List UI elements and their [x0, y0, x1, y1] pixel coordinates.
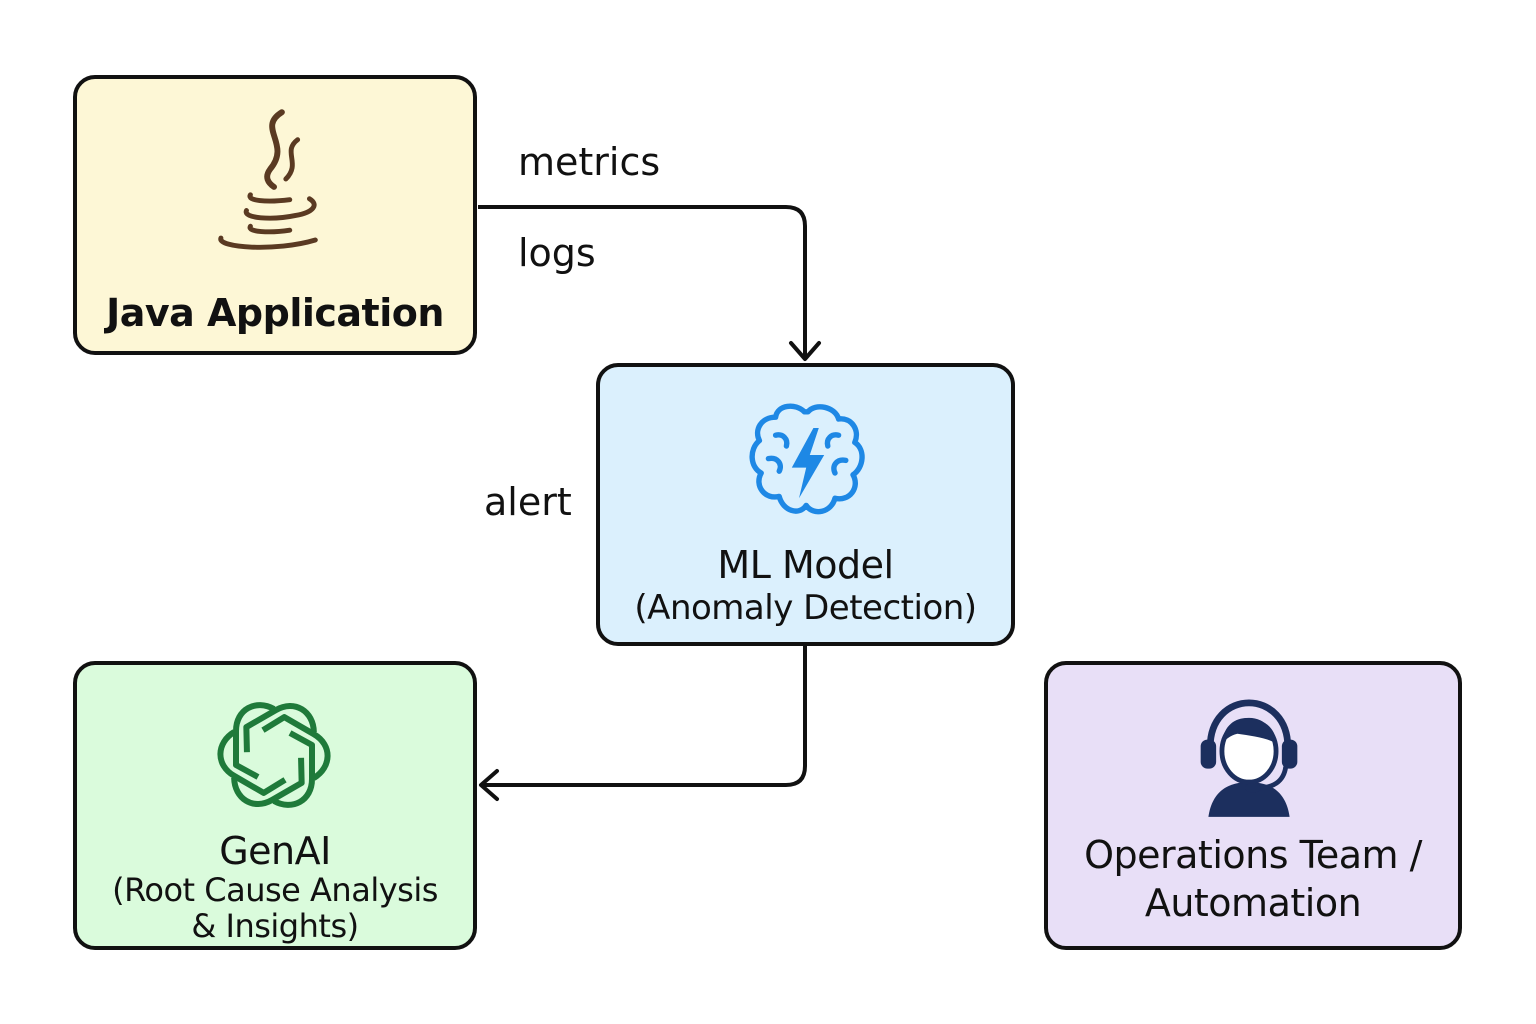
edge-ml-to-genai: [484, 646, 807, 787]
genai-subtitle-line2: & Insights): [191, 907, 359, 945]
edge-label-alert: alert: [484, 480, 572, 524]
genai-title: GenAI: [219, 829, 331, 873]
openai-knot-icon: [217, 702, 331, 808]
operations-team-title-line1: Operations Team /: [1084, 833, 1422, 877]
genai-subtitle-line1: (Root Cause Analysis: [112, 871, 438, 909]
edge-label-logs: logs: [518, 231, 596, 275]
arrowhead-into-genai: [479, 769, 499, 801]
brain-lightning-icon: [749, 403, 865, 515]
edge-label-metrics: metrics: [518, 140, 661, 184]
arrowhead-into-ml: [789, 341, 821, 361]
headset-operator-icon: [1200, 699, 1298, 817]
ml-model-title: ML Model: [717, 543, 894, 587]
edge-java-to-ml: [478, 205, 807, 356]
ml-model-subtitle: (Anomaly Detection): [634, 588, 977, 628]
java-coffee-cup-icon: [218, 109, 318, 250]
ml-model-node: ML Model (Anomaly Detection): [596, 363, 1015, 646]
operations-team-node: Operations Team / Automation: [1044, 661, 1462, 950]
genai-node: GenAI (Root Cause Analysis & Insights): [73, 661, 477, 950]
java-application-title: Java Application: [106, 291, 444, 335]
operations-team-title-line2: Automation: [1144, 881, 1362, 925]
java-application-node: Java Application: [73, 75, 477, 355]
